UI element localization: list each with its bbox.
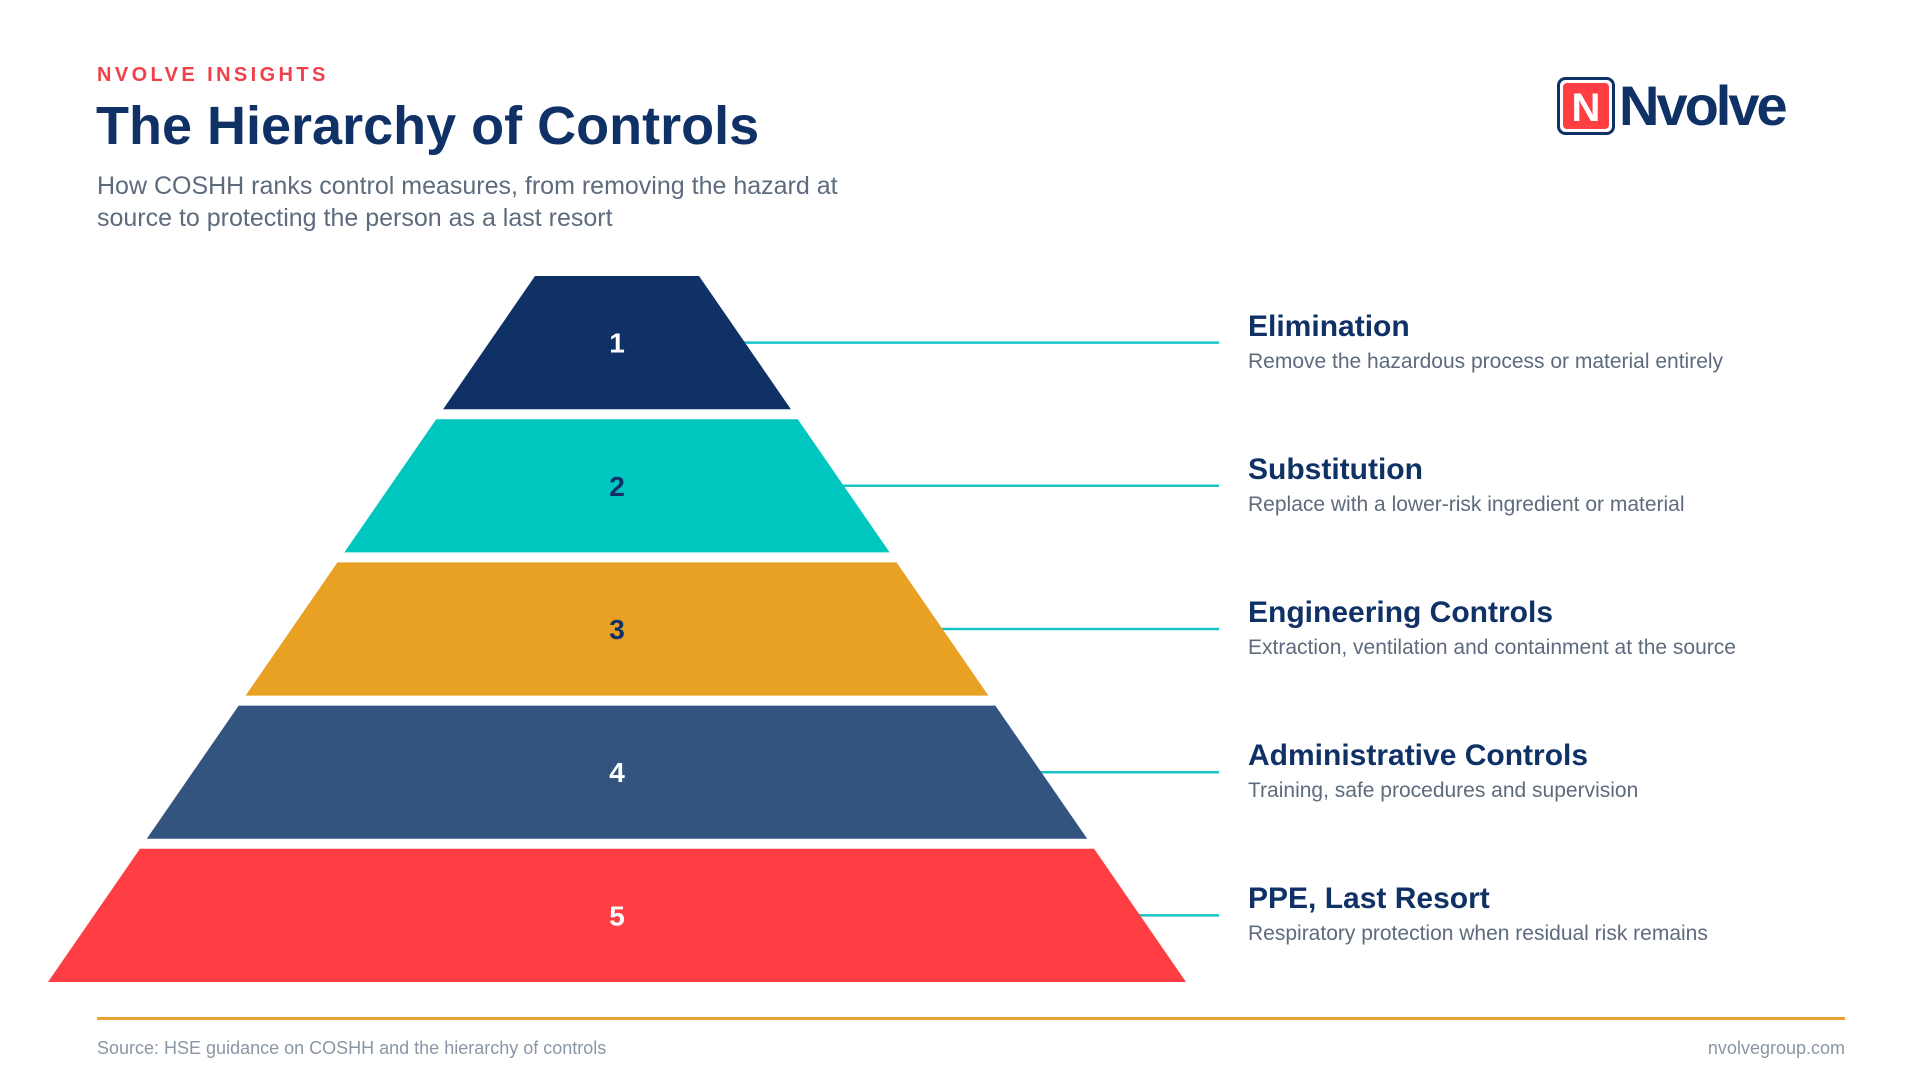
pyramid-tier-1 — [443, 276, 791, 410]
level-description: Remove the hazardous process or material… — [1248, 349, 1724, 373]
eyebrow-label: NVOLVE INSIGHTS — [97, 64, 329, 86]
level-title: Administrative Controls — [1248, 739, 1589, 773]
footer-source: Source: HSE guidance on COSHH and the hi… — [97, 1038, 607, 1058]
level-description: Training, safe procedures and supervisio… — [1248, 779, 1639, 803]
level-title: Elimination — [1248, 309, 1410, 343]
pyramid-tier-3 — [245, 562, 989, 696]
footer-website: nvolvegroup.com — [1707, 1038, 1845, 1058]
tier-number-4: 4 — [609, 757, 625, 788]
logo-mark-letter: N — [1572, 86, 1601, 130]
level-description: Extraction, ventilation and containment … — [1248, 636, 1736, 659]
logo-mark-icon: N — [1557, 77, 1615, 135]
tier-number-2: 2 — [609, 471, 625, 502]
level-description: Respiratory protection when residual ris… — [1248, 922, 1708, 946]
tier-number-3: 3 — [609, 614, 625, 645]
level-description: Replace with a lower-risk ingredient or … — [1248, 492, 1685, 516]
logo-wordmark: Nvolve — [1619, 74, 1788, 137]
page-subtitle: How COSHH ranks control measures, from r… — [97, 172, 838, 232]
nvolve-logo: N Nvolve — [1557, 74, 1788, 137]
level-title: Substitution — [1248, 452, 1423, 486]
pyramid-tier-5 — [48, 848, 1186, 982]
pyramid-tier-2 — [344, 419, 890, 553]
footer-rule — [97, 1017, 1845, 1020]
page-title: The Hierarchy of Controls — [96, 96, 760, 156]
level-title: PPE, Last Resort — [1248, 882, 1490, 916]
tier-number-5: 5 — [609, 900, 625, 931]
tier-number-1: 1 — [609, 328, 625, 359]
pyramid-tier-4 — [146, 705, 1088, 839]
level-title: Engineering Controls — [1248, 596, 1554, 629]
